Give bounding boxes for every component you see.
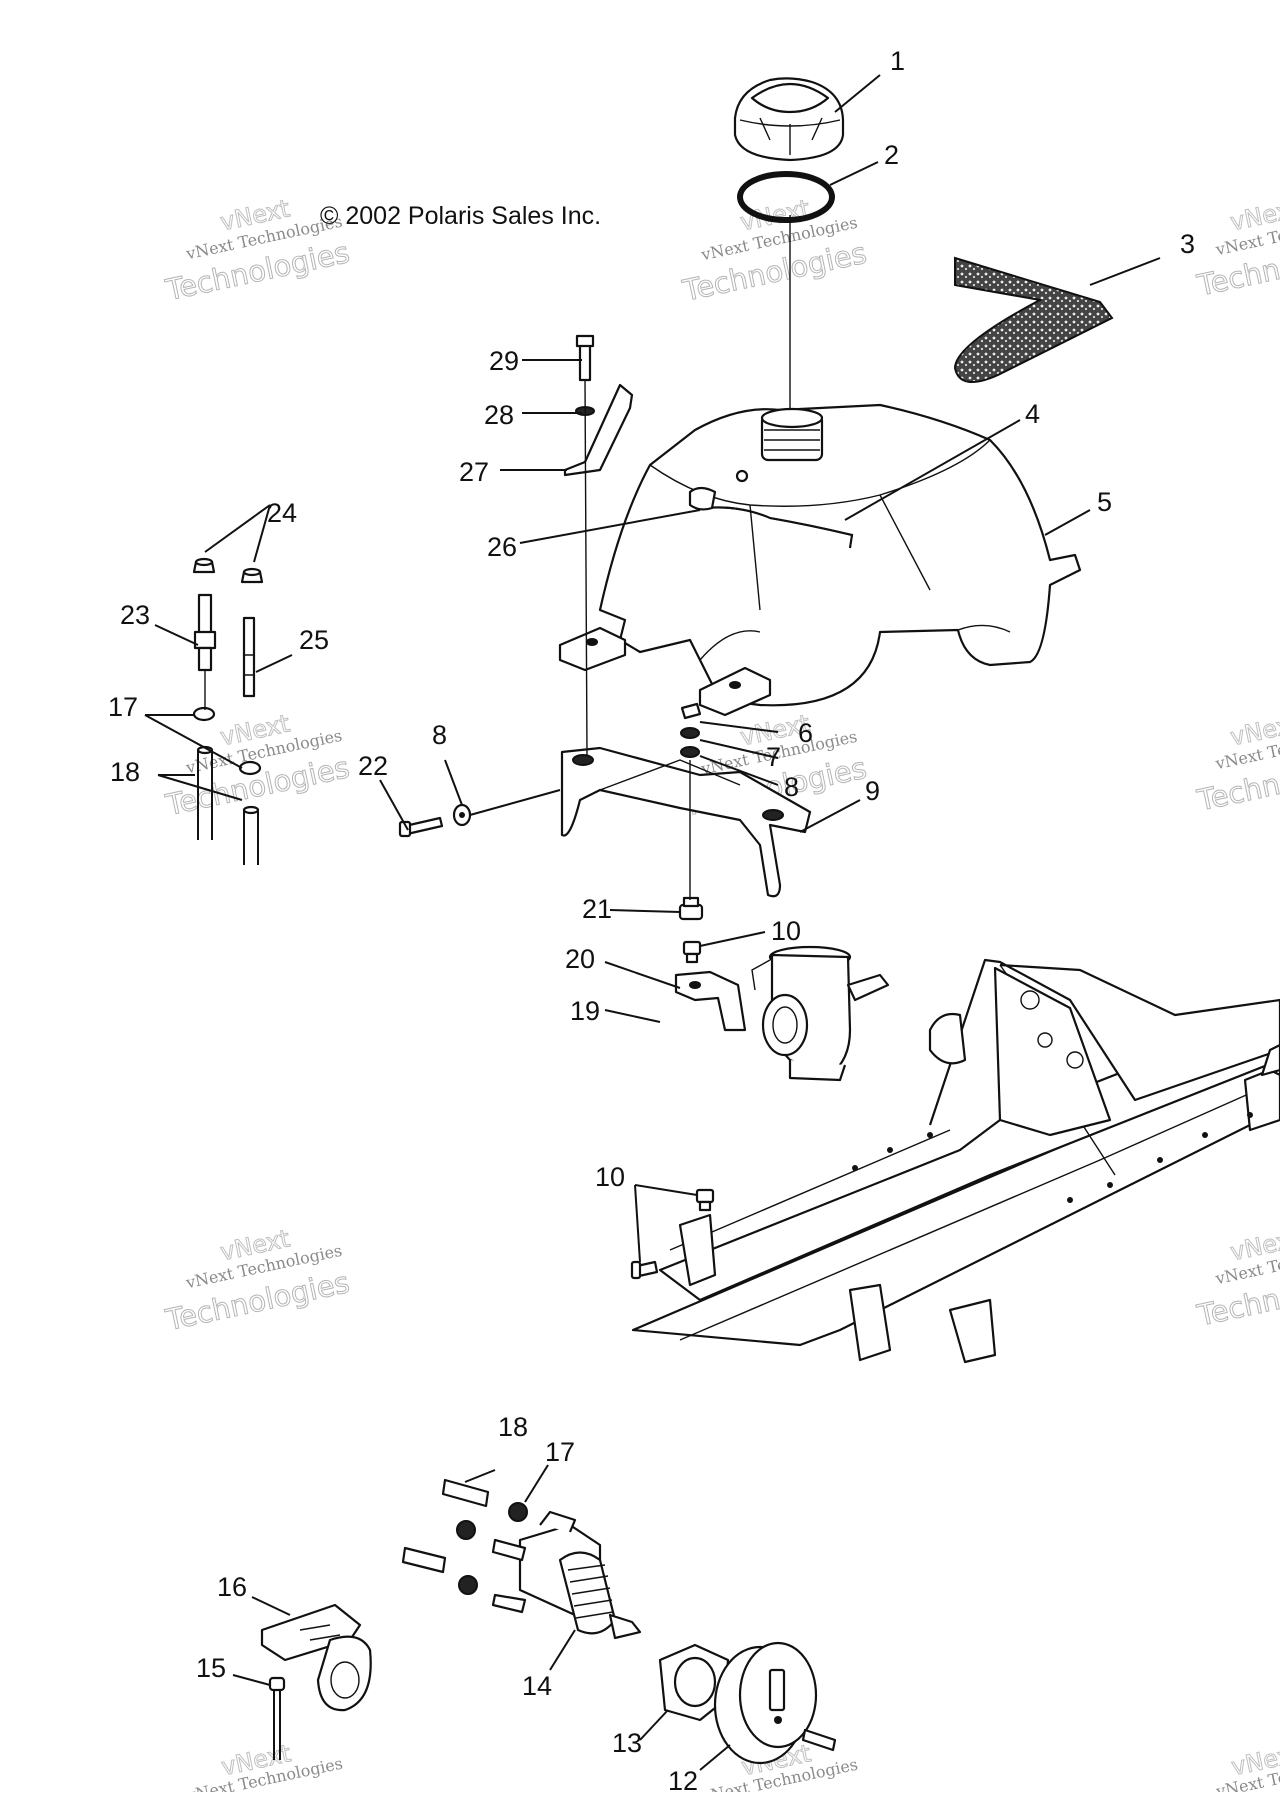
callout-23: 23	[120, 600, 150, 630]
callout-16: 16	[217, 1572, 247, 1602]
callout-12: 12	[668, 1766, 698, 1792]
callout-7: 7	[766, 742, 781, 772]
callout-10-upper: 10	[771, 916, 801, 946]
callout-29: 29	[489, 346, 519, 376]
watermark-bottom-left: vNext vNext Technologies	[184, 1739, 344, 1797]
callout-6: 6	[798, 718, 813, 748]
callout-22: 22	[358, 751, 388, 781]
carburetor-icon	[751, 945, 890, 1082]
callout-20: 20	[565, 944, 595, 974]
valve-nut-icon	[658, 1643, 730, 1722]
center-lines	[204, 215, 791, 900]
callout-1: 1	[890, 46, 905, 76]
valve-knob-icon	[713, 1641, 818, 1765]
knob-screw-icon	[801, 1728, 837, 1752]
watermark-top-center: vNext vNext Technologies Technologies	[679, 194, 870, 308]
fuel-tank-icon	[558, 403, 1082, 717]
mount-bracket-icon	[560, 746, 812, 898]
callout-18-bottom: 18	[498, 1412, 528, 1442]
callout-25: 25	[299, 625, 329, 655]
carb-bracket-icon	[674, 970, 747, 1032]
frame-icon	[631, 958, 1280, 1364]
callout-3: 3	[1180, 229, 1195, 259]
frame-fastener-icon	[630, 1188, 715, 1280]
fuel-valve-icon	[401, 1478, 642, 1640]
callout-14: 14	[522, 1671, 552, 1701]
foam-pad-icon	[953, 256, 1114, 383]
nut-stack-icon	[680, 702, 702, 758]
callout-8-left: 8	[432, 720, 447, 750]
fuel-cap-icon	[733, 77, 845, 162]
callout-17-left: 17	[108, 692, 138, 722]
callout-19: 19	[570, 996, 600, 1026]
callout-18-left: 18	[110, 757, 140, 787]
valve-bracket-icon	[260, 1603, 372, 1712]
callout-10-lower: 10	[595, 1162, 625, 1192]
gasket-icon	[737, 171, 835, 223]
callout-9: 9	[865, 776, 880, 806]
callout-24: 24	[267, 498, 297, 528]
callout-26: 26	[487, 532, 517, 562]
bolt-washer-icon	[398, 803, 472, 838]
callout-5: 5	[1097, 487, 1112, 517]
callout-17-bottom: 17	[545, 1437, 575, 1467]
mount-strap-icon	[563, 334, 634, 477]
watermark-low-right: vNext vNext Technologies Technologies	[1193, 1224, 1280, 1333]
watermark-bottom-right: vNext vNext Technologies	[1214, 1739, 1280, 1797]
callout-8-right: 8	[784, 772, 799, 802]
callout-13: 13	[612, 1728, 642, 1758]
grommet-icon	[678, 896, 704, 964]
copyright-text: © 2002 Polaris Sales Inc.	[320, 202, 601, 230]
leader-lines	[144, 74, 1161, 1771]
watermark-low-left: vNext vNext Technologies Technologies	[162, 1224, 353, 1338]
fitting-left-icon	[192, 557, 264, 865]
callout-21: 21	[582, 894, 612, 924]
watermark-top-right: vNext vNext Technologies Technologies	[1193, 194, 1280, 303]
callout-28: 28	[484, 400, 514, 430]
callout-4: 4	[1025, 399, 1040, 429]
callout-27: 27	[459, 457, 489, 487]
callout-labels: 1 2 3 4 5 6 7 8 8 9 10 10 12 13 14 15 16…	[108, 46, 1195, 1796]
watermark-mid-left: vNext vNext Technologies Technologies	[162, 709, 353, 823]
callout-2: 2	[884, 140, 899, 170]
watermark-mid-right: vNext vNext Technologies Technologies	[1193, 709, 1280, 818]
callout-15: 15	[196, 1653, 226, 1683]
